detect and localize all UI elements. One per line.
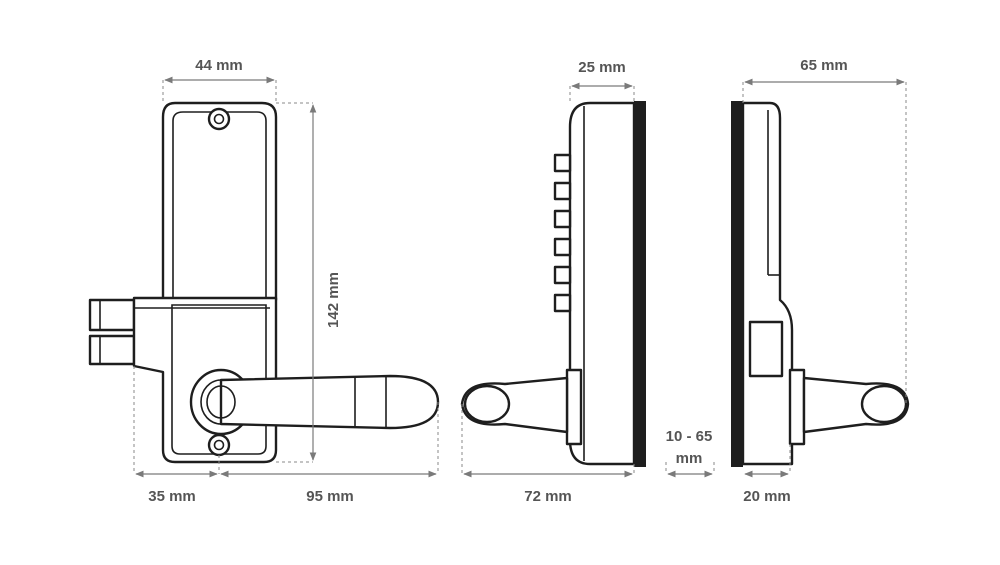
label-door-thickness-line2: mm xyxy=(676,450,703,467)
front-view xyxy=(88,101,440,464)
dimension-lines xyxy=(133,76,907,478)
top-screw-slot xyxy=(213,113,225,125)
label-side-overall: 72 mm xyxy=(524,488,572,505)
latch-bolt-upper xyxy=(88,298,136,332)
side-handle-collar xyxy=(565,368,583,446)
side-door-plate xyxy=(634,101,646,467)
label-back-plate: 20 mm xyxy=(743,488,791,505)
label-door-thickness-line1: 10 - 65 xyxy=(666,428,713,445)
latch-bolt-lower xyxy=(88,334,136,366)
side-view xyxy=(460,101,646,467)
label-front-depth: 35 mm xyxy=(148,488,196,505)
front-faceplate xyxy=(161,101,278,302)
bottom-screw-icon xyxy=(207,433,231,457)
front-lever-handle xyxy=(219,374,440,430)
label-back-overall: 65 mm xyxy=(800,57,848,74)
label-handle-length: 95 mm xyxy=(306,488,354,505)
label-front-height: 142 mm xyxy=(325,272,342,328)
dimension-labels: 44 mm 142 mm 35 mm 95 mm 25 mm 72 mm 10 … xyxy=(148,57,848,505)
back-door-plate xyxy=(731,101,743,467)
label-front-width: 44 mm xyxy=(195,57,243,74)
back-view xyxy=(731,101,910,467)
top-screw-icon xyxy=(207,107,231,131)
back-latch-window xyxy=(748,320,784,378)
side-keypad xyxy=(553,153,572,313)
label-side-plate: 25 mm xyxy=(578,59,626,76)
back-handle-collar xyxy=(788,368,806,446)
